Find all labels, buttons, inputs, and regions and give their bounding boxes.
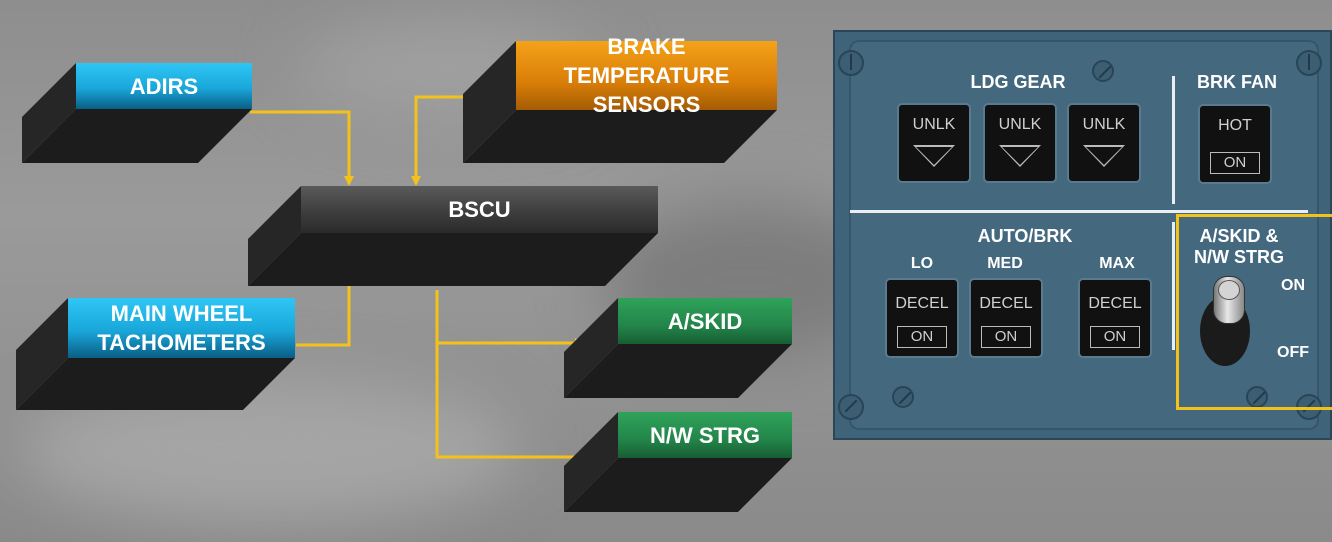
brk-fan-button[interactable]: HOT ON — [1200, 106, 1270, 182]
down-triangle-icon — [913, 145, 955, 167]
bscu-block: BSCU — [248, 186, 658, 286]
screw-icon — [838, 394, 864, 420]
vertical-divider-top — [1172, 76, 1175, 204]
brake-temperature-sensors-block: BRAKE TEMPERATURE SENSORS — [463, 34, 777, 163]
autobrk-title: AUTO/BRK — [977, 226, 1073, 246]
screw-icon — [1092, 60, 1114, 82]
brk-fan-on-indicator: ON — [1210, 152, 1260, 174]
ldg-gear-unlk-light-left: UNLK — [899, 105, 969, 181]
askid-block: A/SKID — [564, 298, 792, 398]
nw-strg-label: N/W STRG — [618, 412, 792, 458]
wire-bscu-to-askid — [435, 290, 585, 348]
horizontal-divider — [850, 210, 1308, 213]
bscu-label: BSCU — [301, 186, 658, 233]
screw-icon — [1296, 50, 1322, 76]
brake-control-panel — [833, 30, 1332, 440]
autobrk-max-button[interactable]: DECEL ON — [1080, 280, 1150, 356]
ldg-gear-unlk-light-right: UNLK — [1069, 105, 1139, 181]
down-triangle-icon — [1083, 145, 1125, 167]
autobrk-lo-on-indicator: ON — [897, 326, 947, 348]
autobrk-med-button[interactable]: DECEL ON — [971, 280, 1041, 356]
switch-on-label: ON — [1281, 277, 1305, 294]
autobrk-lo-button[interactable]: DECEL ON — [887, 280, 957, 356]
autobrk-level-med: MED — [987, 255, 1023, 272]
adirs-label: ADIRS — [76, 63, 252, 109]
main-wheel-tachometers-label: MAIN WHEEL TACHOMETERS — [68, 298, 295, 358]
autobrk-max-on-indicator: ON — [1090, 326, 1140, 348]
wire-adirs-to-bscu — [250, 110, 354, 186]
brk-fan-title: BRK FAN — [1197, 72, 1277, 92]
wire-tach-to-bscu — [296, 266, 354, 347]
nw-strg-block: N/W STRG — [564, 412, 792, 512]
switch-cap-icon — [1218, 280, 1240, 300]
vertical-divider-bottom — [1172, 222, 1175, 350]
down-triangle-icon — [999, 145, 1041, 167]
switch-off-label: OFF — [1277, 344, 1309, 361]
askid-label: A/SKID — [618, 298, 792, 344]
wire-bscu-to-nwstrg — [435, 343, 594, 462]
autobrk-level-lo: LO — [910, 255, 934, 272]
ldg-gear-title: LDG GEAR — [970, 72, 1066, 92]
autobrk-level-max: MAX — [1099, 255, 1135, 272]
main-wheel-tachometers-block: MAIN WHEEL TACHOMETERS — [16, 298, 295, 410]
brake-temperature-sensors-label: BRAKE TEMPERATURE SENSORS — [516, 34, 777, 117]
ldg-gear-unlk-light-nose: UNLK — [985, 105, 1055, 181]
adirs-block: ADIRS — [22, 63, 252, 163]
screw-icon — [838, 50, 864, 76]
screw-icon — [892, 386, 914, 408]
askid-nw-strg-title: A/SKID & N/W STRG — [1194, 226, 1284, 267]
autobrk-med-on-indicator: ON — [981, 326, 1031, 348]
askid-highlight-box — [1176, 214, 1332, 410]
